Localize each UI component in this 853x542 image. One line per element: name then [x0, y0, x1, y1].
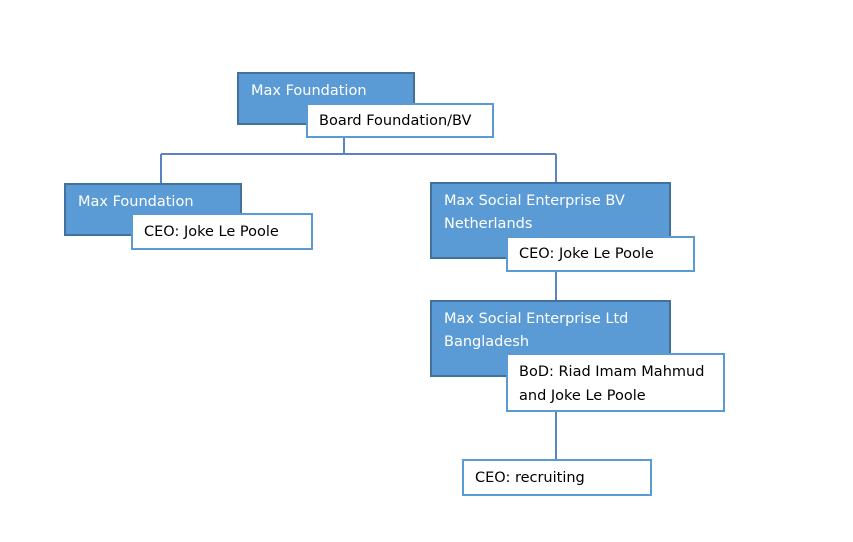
label-ceo-recruiting: CEO: recruiting [462, 459, 652, 496]
node-title-line2: Bangladesh [444, 334, 530, 350]
label-bod-bangladesh: BoD: Riad Imam Mahmud and Joke Le Poole [506, 353, 725, 412]
label-ceo-right: CEO: Joke Le Poole [506, 236, 695, 272]
label-text-line2: and Joke Le Poole [519, 388, 646, 404]
label-text: CEO: Joke Le Poole [144, 223, 279, 240]
label-text: CEO: recruiting [475, 469, 585, 486]
label-ceo-left: CEO: Joke Le Poole [131, 213, 313, 250]
label-text-line1: BoD: Riad Imam Mahmud [519, 364, 705, 380]
node-title-line2: Netherlands [444, 216, 533, 232]
label-text: Board Foundation/BV [319, 112, 472, 129]
node-title-line1: Max Social Enterprise BV [444, 193, 625, 209]
label-text: CEO: Joke Le Poole [519, 246, 654, 262]
node-title: Max Foundation [78, 194, 194, 210]
label-board-foundation: Board Foundation/BV [306, 103, 494, 138]
node-title-line1: Max Social Enterprise Ltd [444, 311, 629, 327]
node-title: Max Foundation [251, 83, 367, 99]
